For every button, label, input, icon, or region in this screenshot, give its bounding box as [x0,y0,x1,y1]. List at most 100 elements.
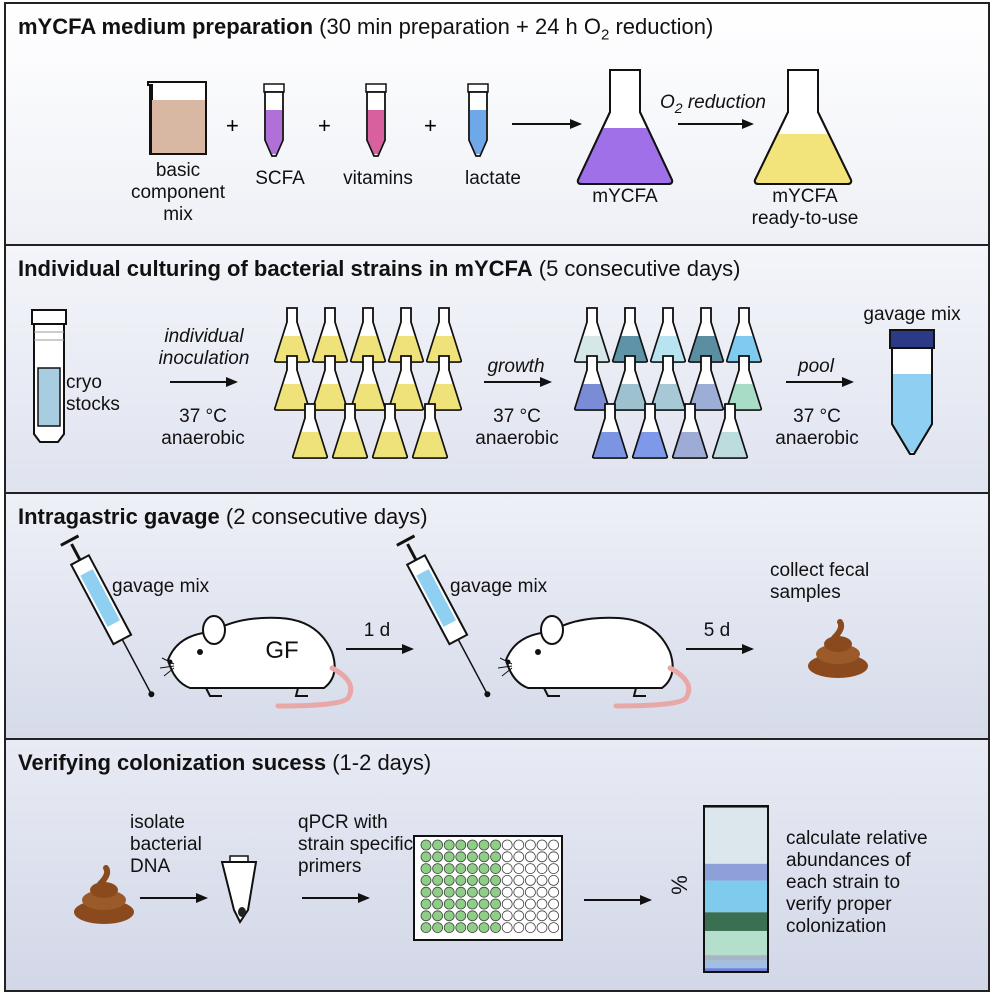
qpcr-well [525,863,536,874]
abundance-bar [703,805,769,973]
qpcr-well [432,839,444,851]
panel-title: Verifying colonization sucess (1-2 days) [18,750,432,775]
qpcr-well [548,875,559,886]
qpcr-well [501,898,513,910]
isolate-dna-label: isolate bacterial DNA [130,812,202,877]
condition-label: 37 °C anaerobic [475,406,559,449]
qpcr-well [466,922,478,933]
vitamins-label: vitamins [343,168,413,189]
qpcr-well [490,839,502,851]
culture-flask-icon [371,403,409,459]
mouse-icon [159,615,354,709]
qpcr-well [536,863,548,874]
panel-title: Individual culturing of bacterial strain… [18,256,741,281]
qpcr-well [443,886,455,898]
qpcr-well [443,839,455,851]
mycfa-ready-label: mYCFA ready-to-use [751,186,859,229]
qpcr-well [525,875,536,886]
qpcr-well [513,886,525,898]
qpcr-well [432,898,444,910]
qpcr-well [536,851,548,863]
qpcr-well [513,875,525,886]
culture-flask-icon [687,355,725,411]
abundance-segment [704,960,768,969]
abundance-segment [704,880,768,913]
qpcr-well [548,910,559,922]
culture-flask-icon [711,403,749,459]
qpcr-well [466,863,478,874]
culture-flask-icon [349,307,387,363]
qpcr-well [478,886,490,898]
culture-flask-icon [311,307,349,363]
gavage-mix-tube-icon [889,329,935,455]
qpcr-well [501,863,513,874]
qpcr-well [536,875,548,886]
inoculation-label: individual inoculation [158,326,250,369]
panel-title: mYCFA medium preparation (30 min prepara… [18,14,714,44]
qpcr-well [536,886,548,898]
qpcr-well [466,875,478,886]
culture-flask-icon [349,355,387,411]
abundance-segment [704,955,768,961]
culture-flask-icon [611,355,649,411]
result-label: calculate relative abundances of each st… [786,828,928,937]
qpcr-well [490,886,502,898]
mouse-icon [497,615,692,709]
culture-flask-icon [687,307,725,363]
plus-sign: + [226,113,239,138]
germ-free-label: GF [265,637,299,664]
abundance-segment [704,912,768,931]
qpcr-well [420,922,432,933]
qpcr-well [443,898,455,910]
culture-flask-icon [725,307,763,363]
vitamins-tube-icon [365,83,387,157]
gavage-mix-label: gavage mix [863,304,961,325]
culture-flask-icon [573,307,611,363]
culture-flask-icon [411,403,449,459]
qpcr-well [432,851,444,863]
qpcr-well [443,875,455,886]
growth-label: growth [487,356,545,377]
culture-flask-icon [611,307,649,363]
qpcr-well [420,839,432,851]
abundance-segment [704,930,768,956]
qpcr-well [548,898,559,910]
qpcr-well [455,875,467,886]
qpcr-well [478,863,490,874]
qpcr-well [490,922,502,933]
qpcr-well [455,851,467,863]
culture-flask-icon [425,355,463,411]
qpcr-well [548,839,559,851]
lactate-label: lactate [465,168,521,189]
qpcr-well [478,898,490,910]
qpcr-well [466,898,478,910]
qpcr-well [478,839,490,851]
culture-flask-icon [387,355,425,411]
qpcr-well [501,922,513,933]
qpcr-well [420,863,432,874]
abundance-segment [704,968,768,972]
qpcr-well [420,886,432,898]
qpcr-well [478,922,490,933]
qpcr-well [548,851,559,863]
qpcr-well [536,839,548,851]
qpcr-well [501,910,513,922]
culture-flask-icon [631,403,669,459]
qpcr-well [432,863,444,874]
qpcr-well [443,922,455,933]
qpcr-well [525,922,536,933]
qpcr-well [513,863,525,874]
qpcr-well [432,922,444,933]
qpcr-well [536,910,548,922]
qpcr-well [455,863,467,874]
abundance-segment [704,863,768,881]
qpcr-well [536,898,548,910]
o2-reduction-label: O2 reduction [659,92,767,116]
qpcr-well [490,851,502,863]
qpcr-well [490,863,502,874]
qpcr-well [443,863,455,874]
qpcr-well [478,851,490,863]
qpcr-well [432,875,444,886]
syringe-icon [396,534,491,698]
